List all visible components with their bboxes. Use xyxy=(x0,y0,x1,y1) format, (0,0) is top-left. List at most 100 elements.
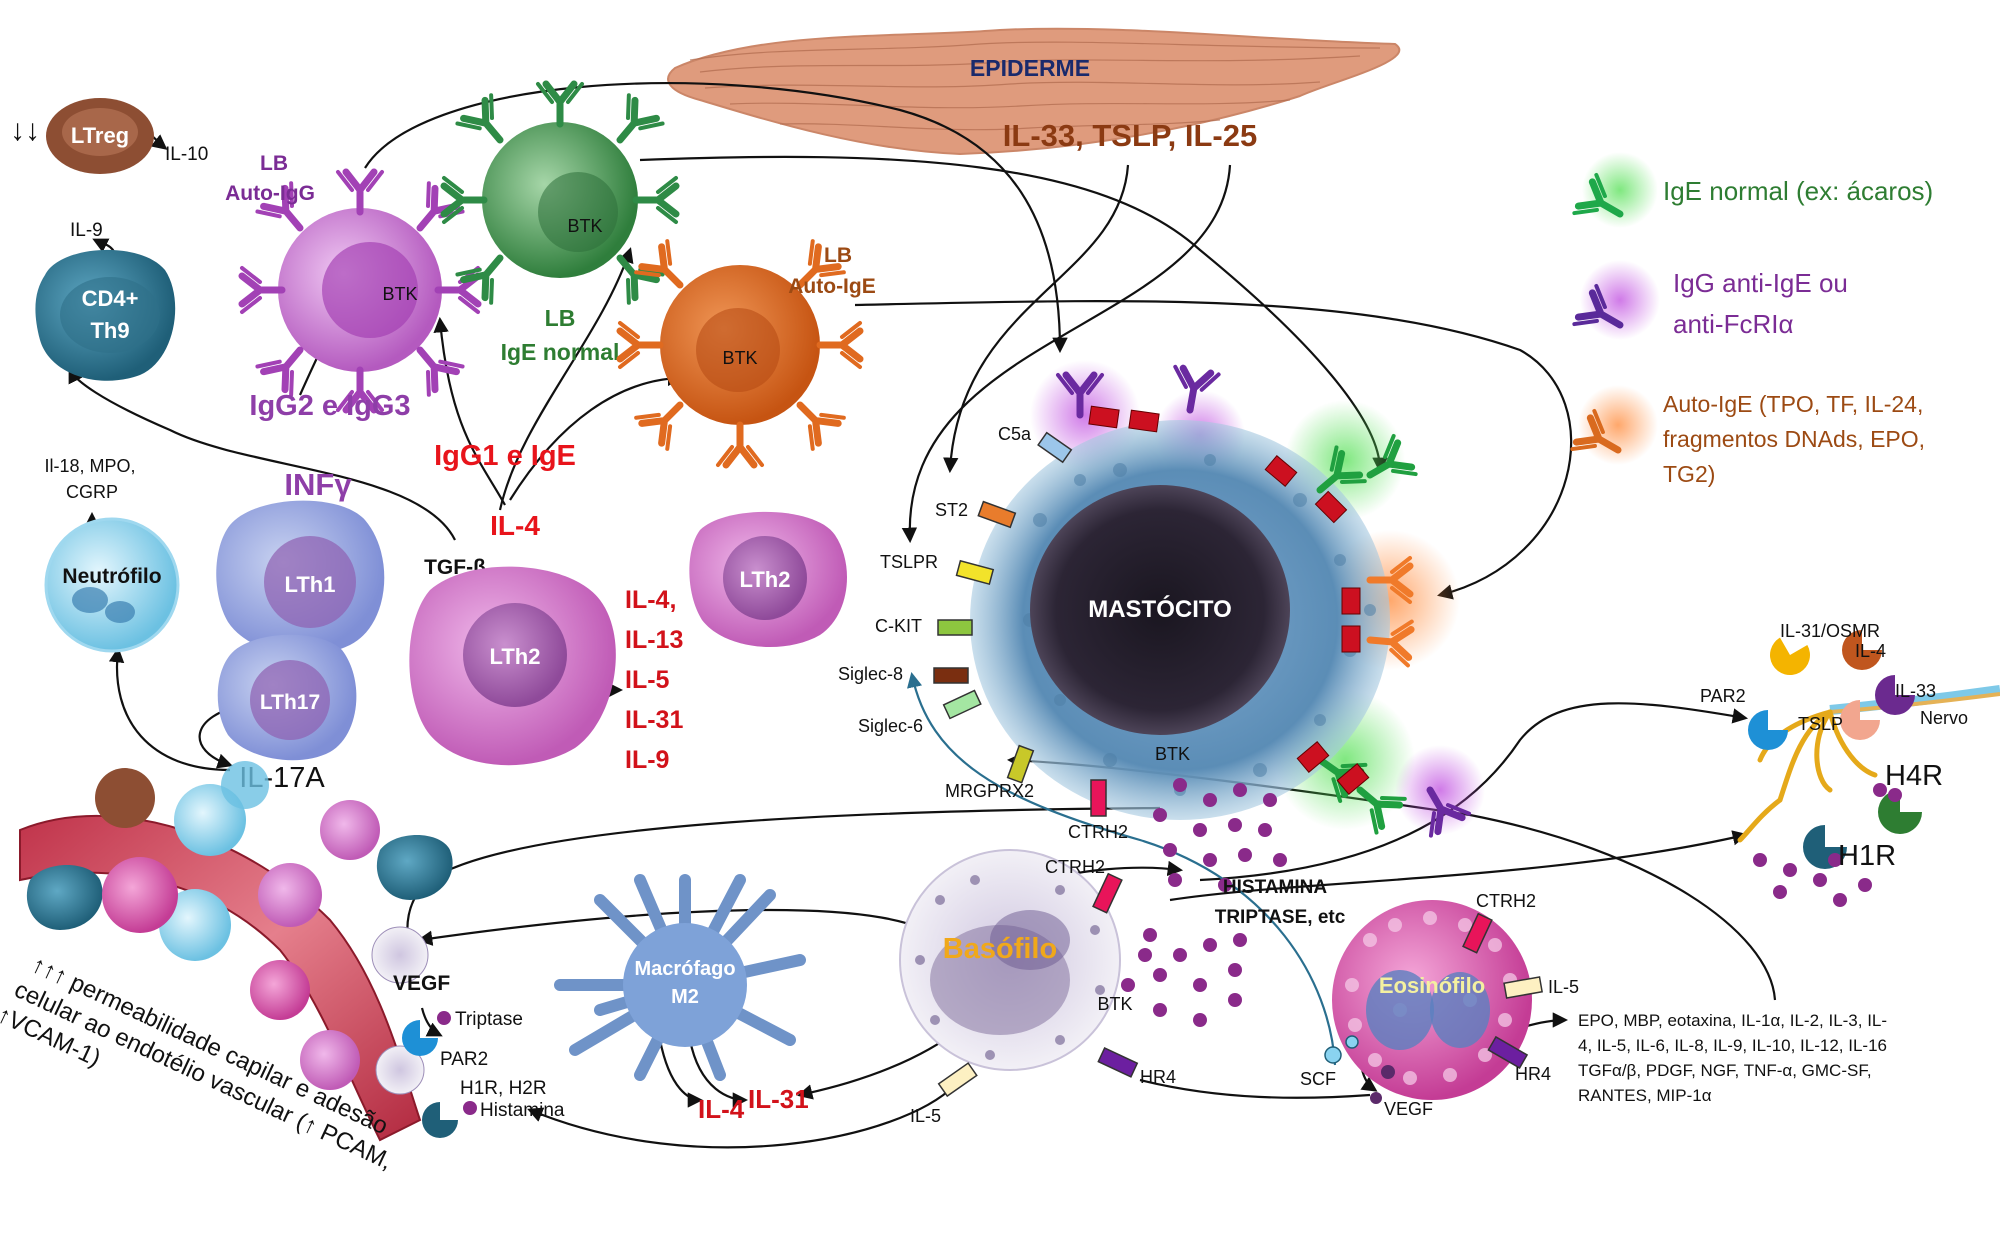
c5a-label: C5a xyxy=(998,424,1032,444)
eos-mediator-line: EPO, MBP, eotaxina, IL-1α, IL-2, IL-3, I… xyxy=(1578,1011,1887,1030)
th2-cytokines: IL-4, IL-13 IL-5 IL-31 IL-9 xyxy=(625,586,683,774)
legend: IgE normal (ex: ácaros) IgG anti-IgE ou … xyxy=(1572,152,1933,487)
ctrh2-eos-label: CTRH2 xyxy=(1476,891,1536,911)
lth2-right-label: LTh2 xyxy=(740,567,791,592)
triptase-label: Triptase xyxy=(455,1009,523,1030)
th2-cytokine: IL-4, xyxy=(625,586,676,614)
hr4-eos-receptor xyxy=(1487,1035,1529,1069)
mast-receptor-labels: C5a ST2 TSLPR C-KIT Siglec-8 Siglec-6 MR… xyxy=(838,424,1190,842)
lb-autoigg-cell: BTK xyxy=(242,172,478,410)
vegf-ligand xyxy=(1381,1065,1395,1079)
th2-cytokine: IL-5 xyxy=(625,666,670,694)
igg2-igg3-label: IgG2 e IgG3 xyxy=(249,390,410,422)
legend-ige-normal: IgE normal (ex: ácaros) xyxy=(1574,152,1933,233)
il33-nerve-label: IL-33 xyxy=(1895,681,1936,701)
mrgprx2-label: MRGPRX2 xyxy=(945,781,1034,801)
eosinofilo-cell: Eosinófilo xyxy=(1332,900,1532,1100)
st2-label: ST2 xyxy=(935,500,968,520)
lb-autoige-label-2: Auto-IgE xyxy=(788,275,875,298)
mastocito-cell: MASTÓCITO xyxy=(970,360,1485,835)
lth2-cell: LTh2 xyxy=(409,566,616,766)
il5-baso-receptor xyxy=(937,1062,978,1098)
neutrofilo-cell: Neutrófilo xyxy=(44,517,180,653)
h1r-h2r-label: H1R, H2R xyxy=(460,1078,547,1099)
btk-baso-label: BTK xyxy=(1097,994,1132,1014)
nervo-label: Nervo xyxy=(1920,708,1968,728)
th2-cytokine: IL-9 xyxy=(625,746,669,774)
ltreg-cell: LTreg xyxy=(46,98,154,174)
hr4-baso-receptor xyxy=(1097,1047,1139,1078)
il31-bottom-label: IL-31 xyxy=(748,1084,809,1114)
lb-ige-label-2: IgE normal xyxy=(501,339,620,365)
legend-ige-label: IgE normal (ex: ácaros) xyxy=(1663,176,1933,206)
nerve xyxy=(1737,630,2000,907)
nerve-receptors xyxy=(1748,630,1922,869)
lth1-cell: LTh1 xyxy=(216,500,385,656)
btk-mast-label: BTK xyxy=(1155,744,1190,764)
basofilo-label: Basófilo xyxy=(943,933,1057,965)
triptase-etc-label: TRIPTASE, etc xyxy=(1215,907,1346,928)
il10-label: IL-10 xyxy=(165,144,208,165)
par2-vessel-label: PAR2 xyxy=(440,1049,488,1070)
th9-label: Th9 xyxy=(90,318,129,343)
mastocito-label: MASTÓCITO xyxy=(1088,595,1232,623)
macrofago-m2-cell: Macrófago M2 xyxy=(554,874,806,1081)
legend-igg-label-1: IgG anti-IgE ou xyxy=(1673,268,1848,298)
scf-label: SCF xyxy=(1300,1069,1336,1089)
legend-igg: IgG anti-IgE ou anti-FcRIα xyxy=(1574,260,1848,344)
macrofago-label-1: Macrófago xyxy=(634,958,735,980)
epidermis: EPIDERME IL-33, TSLP, IL-25 xyxy=(667,27,1401,156)
histamine-granule xyxy=(463,1101,477,1115)
nerve-labels: IL-31/OSMR IL-4 IL-33 PAR2 TSLP Nervo xyxy=(1700,621,1968,734)
ctrh2-baso-label: CTRH2 xyxy=(1045,857,1105,877)
mast-receptors xyxy=(933,431,1107,817)
btk-autoige-label: BTK xyxy=(722,348,757,368)
btk-autoigg-label: BTK xyxy=(382,284,417,304)
lb-autoigg-label-1: LB xyxy=(260,152,288,175)
eos-mediator-line: 4, IL-5, IL-6, IL-8, IL-9, IL-10, IL-12,… xyxy=(1578,1036,1887,1055)
il5-eos-label: IL-5 xyxy=(1548,977,1579,997)
lb-ige-normal-cell: BTK xyxy=(444,84,676,303)
ckit-label: C-KIT xyxy=(875,616,922,636)
il31osmr-label: IL-31/OSMR xyxy=(1780,621,1880,641)
infg-label: INFγ xyxy=(284,467,352,502)
blood-vessel xyxy=(19,761,453,1142)
siglec6-label: Siglec-6 xyxy=(858,716,923,736)
ctrh2-eos-receptor xyxy=(1462,912,1493,954)
tslp-nerve-label: TSLP xyxy=(1798,714,1843,734)
il4-bottom-label: IL-4 xyxy=(698,1094,745,1124)
vegf-ligand xyxy=(1370,1092,1382,1104)
scf-connector xyxy=(907,671,1337,1066)
ltreg-decrease-arrows: ↓↓ xyxy=(10,114,40,147)
il5-eos-receptor xyxy=(1503,976,1543,999)
legend-autoige-label-2: fragmentos DNAds, EPO, xyxy=(1663,426,1925,452)
eos-mediator-line: TGFα/β, PDGF, NGF, TNF-α, GMC-SF, xyxy=(1578,1061,1872,1080)
macrofago-label-2: M2 xyxy=(671,986,699,1008)
lth17-label: LTh17 xyxy=(260,691,320,714)
lb-autoigg-label-2: Auto-IgG xyxy=(225,182,315,205)
lth1-label: LTh1 xyxy=(285,572,336,597)
btk-ige-label: BTK xyxy=(567,216,602,236)
lb-ige-label-1: LB xyxy=(545,305,576,331)
ctrh2-label: CTRH2 xyxy=(1068,822,1128,842)
lb-autoige-label-1: LB xyxy=(824,244,852,267)
lth2-right-cell: LTh2 xyxy=(689,511,847,647)
il9-top-label: IL-9 xyxy=(70,220,103,241)
alarmins-label: IL-33, TSLP, IL-25 xyxy=(1003,118,1257,153)
basofilo-cell: Basófilo BTK xyxy=(899,849,1133,1071)
igg1-ige-label: IgG1 e IgE xyxy=(434,440,576,472)
legend-autoige-label-3: TG2) xyxy=(1663,461,1715,487)
histamine-granules xyxy=(1121,778,1287,1027)
legend-igg-label-2: anti-FcRIα xyxy=(1673,309,1794,339)
cd4-th9-cell: CD4+ Th9 xyxy=(35,249,176,381)
eosinofilo-label: Eosinófilo xyxy=(1379,973,1485,998)
lth17-cell: LTh17 xyxy=(217,634,357,761)
mast-bound-antibodies xyxy=(1058,367,1469,836)
par2-vessel-receptor xyxy=(402,1020,438,1056)
th2-cytokine: IL-13 xyxy=(625,626,683,654)
legend-autoige: Auto-IgE (TPO, TF, IL-24, fragmentos DNA… xyxy=(1572,385,1925,487)
scf-ligand xyxy=(1324,1046,1342,1064)
vegf-vessel-label: VEGF xyxy=(393,972,450,995)
tslpr-label: TSLPR xyxy=(880,552,938,572)
